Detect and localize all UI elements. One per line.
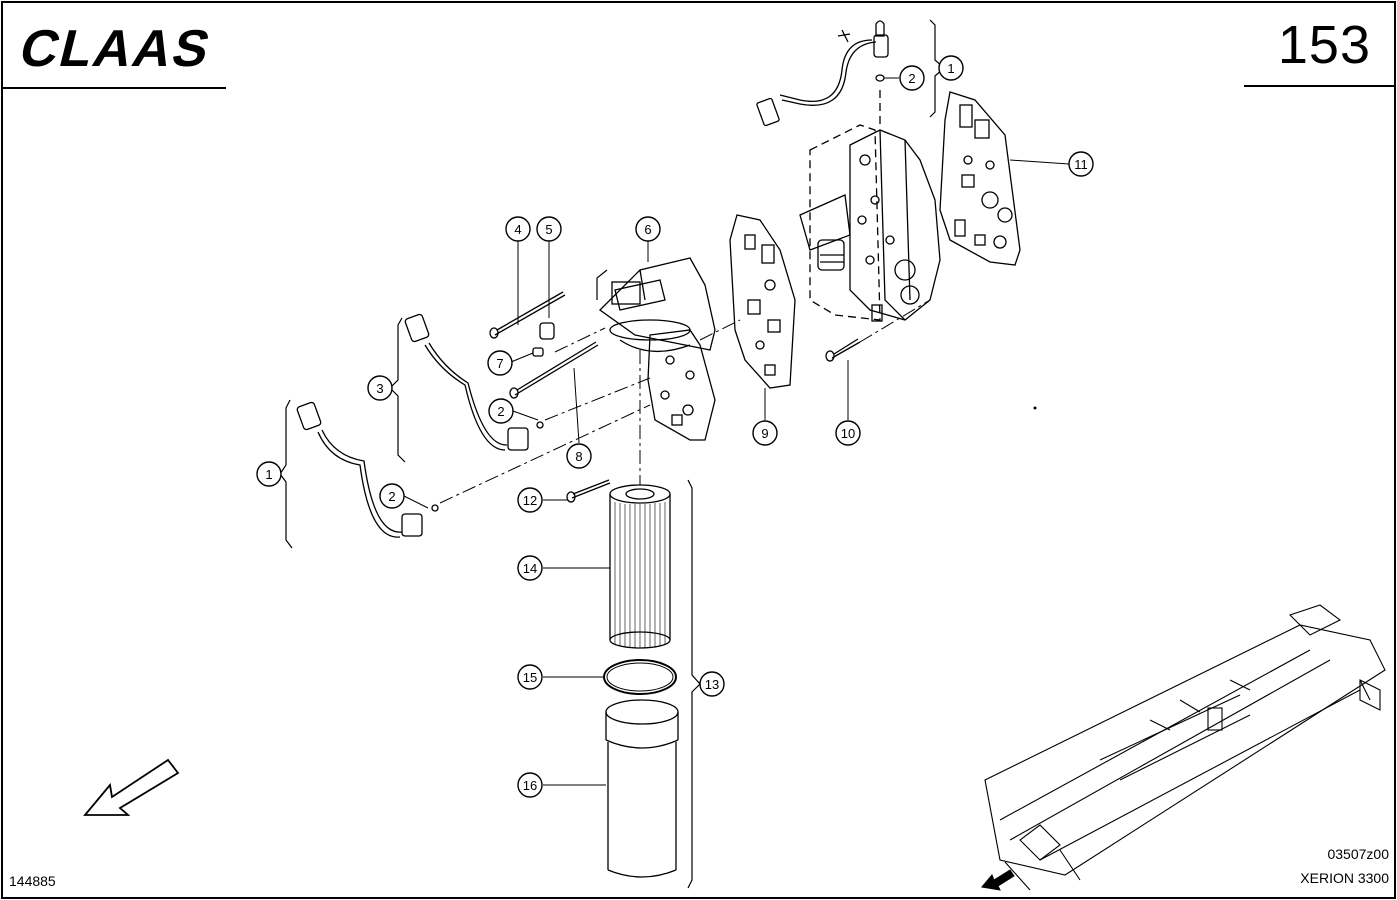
svg-text:6: 6 bbox=[644, 222, 651, 237]
svg-text:11: 11 bbox=[1074, 157, 1088, 172]
gasket-plate-9 bbox=[729, 214, 796, 389]
callout-10: 10 bbox=[835, 420, 861, 446]
callout-4: 4 bbox=[505, 216, 531, 242]
svg-text:7: 7 bbox=[496, 356, 503, 371]
callouts: 1 2 11 4 5 6 7 3 2 8 9 10 1 2 12 14 15 1… bbox=[256, 55, 1094, 798]
svg-text:1: 1 bbox=[265, 467, 272, 482]
svg-text:CLAAS: CLAAS bbox=[14, 22, 218, 72]
stray-dot bbox=[1033, 406, 1037, 410]
direction-arrow-icon bbox=[83, 758, 180, 816]
callout-13: 13 bbox=[699, 671, 725, 697]
svg-text:2: 2 bbox=[908, 71, 915, 86]
svg-text:13: 13 bbox=[705, 677, 719, 692]
filter-housing-6 bbox=[598, 257, 716, 353]
callout-8: 8 bbox=[566, 443, 592, 469]
sensor-cable-1 bbox=[296, 401, 439, 538]
callout-2-bottom: 2 bbox=[379, 483, 405, 509]
plug-7 bbox=[532, 347, 544, 357]
callout-11: 11 bbox=[1068, 151, 1094, 177]
leader-lines bbox=[403, 77, 1070, 786]
svg-text:3: 3 bbox=[376, 381, 383, 396]
callout-16: 16 bbox=[517, 772, 543, 798]
callout-3: 3 bbox=[367, 375, 393, 401]
callout-14: 14 bbox=[517, 555, 543, 581]
alignment-lines bbox=[439, 299, 931, 504]
o-ring-15-inner bbox=[606, 662, 674, 692]
svg-text:9: 9 bbox=[761, 426, 768, 441]
filter-element-14 bbox=[609, 484, 671, 649]
pressure-sensor-top bbox=[756, 20, 889, 127]
drawing-code: 03507z00 bbox=[1327, 846, 1389, 862]
callout-5: 5 bbox=[536, 216, 562, 242]
gasket-plate-11 bbox=[939, 91, 1021, 266]
inset-arrow-icon bbox=[981, 869, 1015, 891]
callout-1-top: 1 bbox=[938, 55, 964, 81]
valve-block bbox=[799, 124, 941, 322]
o-ring-15 bbox=[603, 659, 677, 695]
svg-text:16: 16 bbox=[523, 778, 537, 793]
group-brackets bbox=[279, 19, 945, 889]
svg-text:14: 14 bbox=[523, 561, 537, 576]
page-number: 153 bbox=[1277, 15, 1371, 75]
filter-bowl-16 bbox=[605, 699, 679, 878]
svg-text:4: 4 bbox=[514, 222, 521, 237]
svg-text:2: 2 bbox=[497, 404, 504, 419]
model-name: XERION 3300 bbox=[1300, 870, 1389, 886]
svg-text:10: 10 bbox=[841, 426, 855, 441]
callout-2-top: 2 bbox=[899, 65, 925, 91]
callout-1-bottom: 1 bbox=[256, 461, 282, 487]
callout-7: 7 bbox=[487, 350, 513, 376]
callout-2-mid: 2 bbox=[488, 398, 514, 424]
drawing-id: 144885 bbox=[9, 873, 56, 889]
callout-6: 6 bbox=[635, 216, 661, 242]
claas-logo: CLAAS bbox=[14, 22, 218, 72]
svg-text:1: 1 bbox=[947, 61, 954, 76]
sleeve-5 bbox=[539, 322, 555, 340]
svg-text:2: 2 bbox=[388, 489, 395, 504]
callout-15: 15 bbox=[517, 664, 543, 690]
callout-9: 9 bbox=[752, 420, 778, 446]
chassis-inset bbox=[984, 604, 1386, 891]
svg-text:8: 8 bbox=[575, 449, 582, 464]
svg-text:12: 12 bbox=[523, 493, 537, 508]
svg-text:15: 15 bbox=[523, 670, 537, 685]
callout-12: 12 bbox=[517, 487, 543, 513]
svg-text:5: 5 bbox=[545, 222, 552, 237]
sensor-cable-3 bbox=[404, 313, 544, 451]
valve-plate bbox=[647, 329, 716, 441]
bolts bbox=[489, 291, 861, 503]
